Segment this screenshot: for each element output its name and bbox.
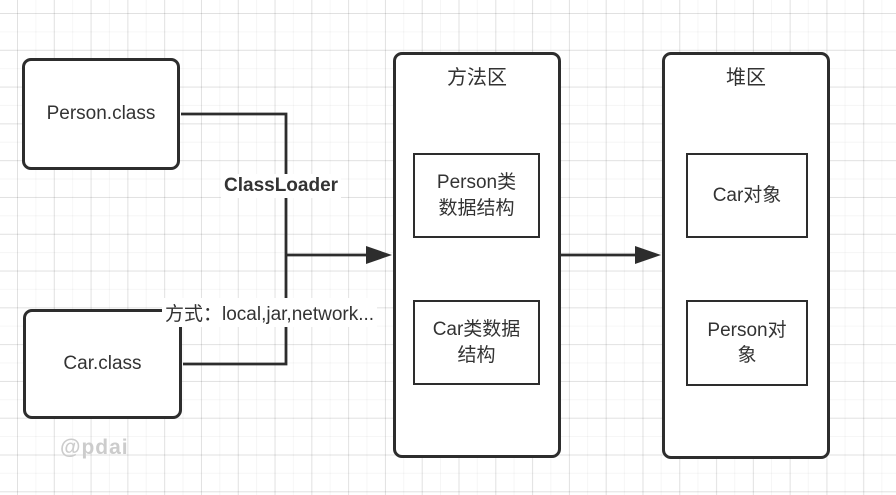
classloader-edge-label: ClassLoader bbox=[221, 174, 342, 198]
car-class-data-box: Car类数据 结构 bbox=[413, 300, 540, 385]
load-method-edge-label: 方式：local,jar,network... bbox=[162, 298, 378, 327]
car-class-label: Car.class bbox=[63, 353, 142, 375]
person-class-label: Person.class bbox=[46, 103, 156, 125]
person-class-data-box: Person类 数据结构 bbox=[413, 153, 540, 238]
person-class-box: Person.class bbox=[22, 58, 180, 170]
car-object-box: Car对象 bbox=[686, 153, 808, 238]
person-object-label: Person对 象 bbox=[707, 319, 787, 366]
car-class-data-label: Car类数据 结构 bbox=[432, 319, 521, 366]
person-object-box: Person对 象 bbox=[686, 300, 808, 386]
arrowhead-to-method-area-icon bbox=[366, 246, 392, 264]
method-area-container: 方法区 bbox=[393, 52, 561, 458]
heap-area-title: 堆区 bbox=[726, 67, 766, 89]
heap-area-container: 堆区 bbox=[662, 52, 830, 459]
watermark: @pdai bbox=[60, 436, 129, 459]
method-area-title: 方法区 bbox=[447, 67, 507, 89]
arrowhead-to-heap-icon bbox=[635, 246, 661, 264]
person-class-data-label: Person类 数据结构 bbox=[436, 172, 517, 219]
car-class-box: Car.class bbox=[23, 309, 182, 419]
car-object-label: Car对象 bbox=[712, 184, 782, 206]
